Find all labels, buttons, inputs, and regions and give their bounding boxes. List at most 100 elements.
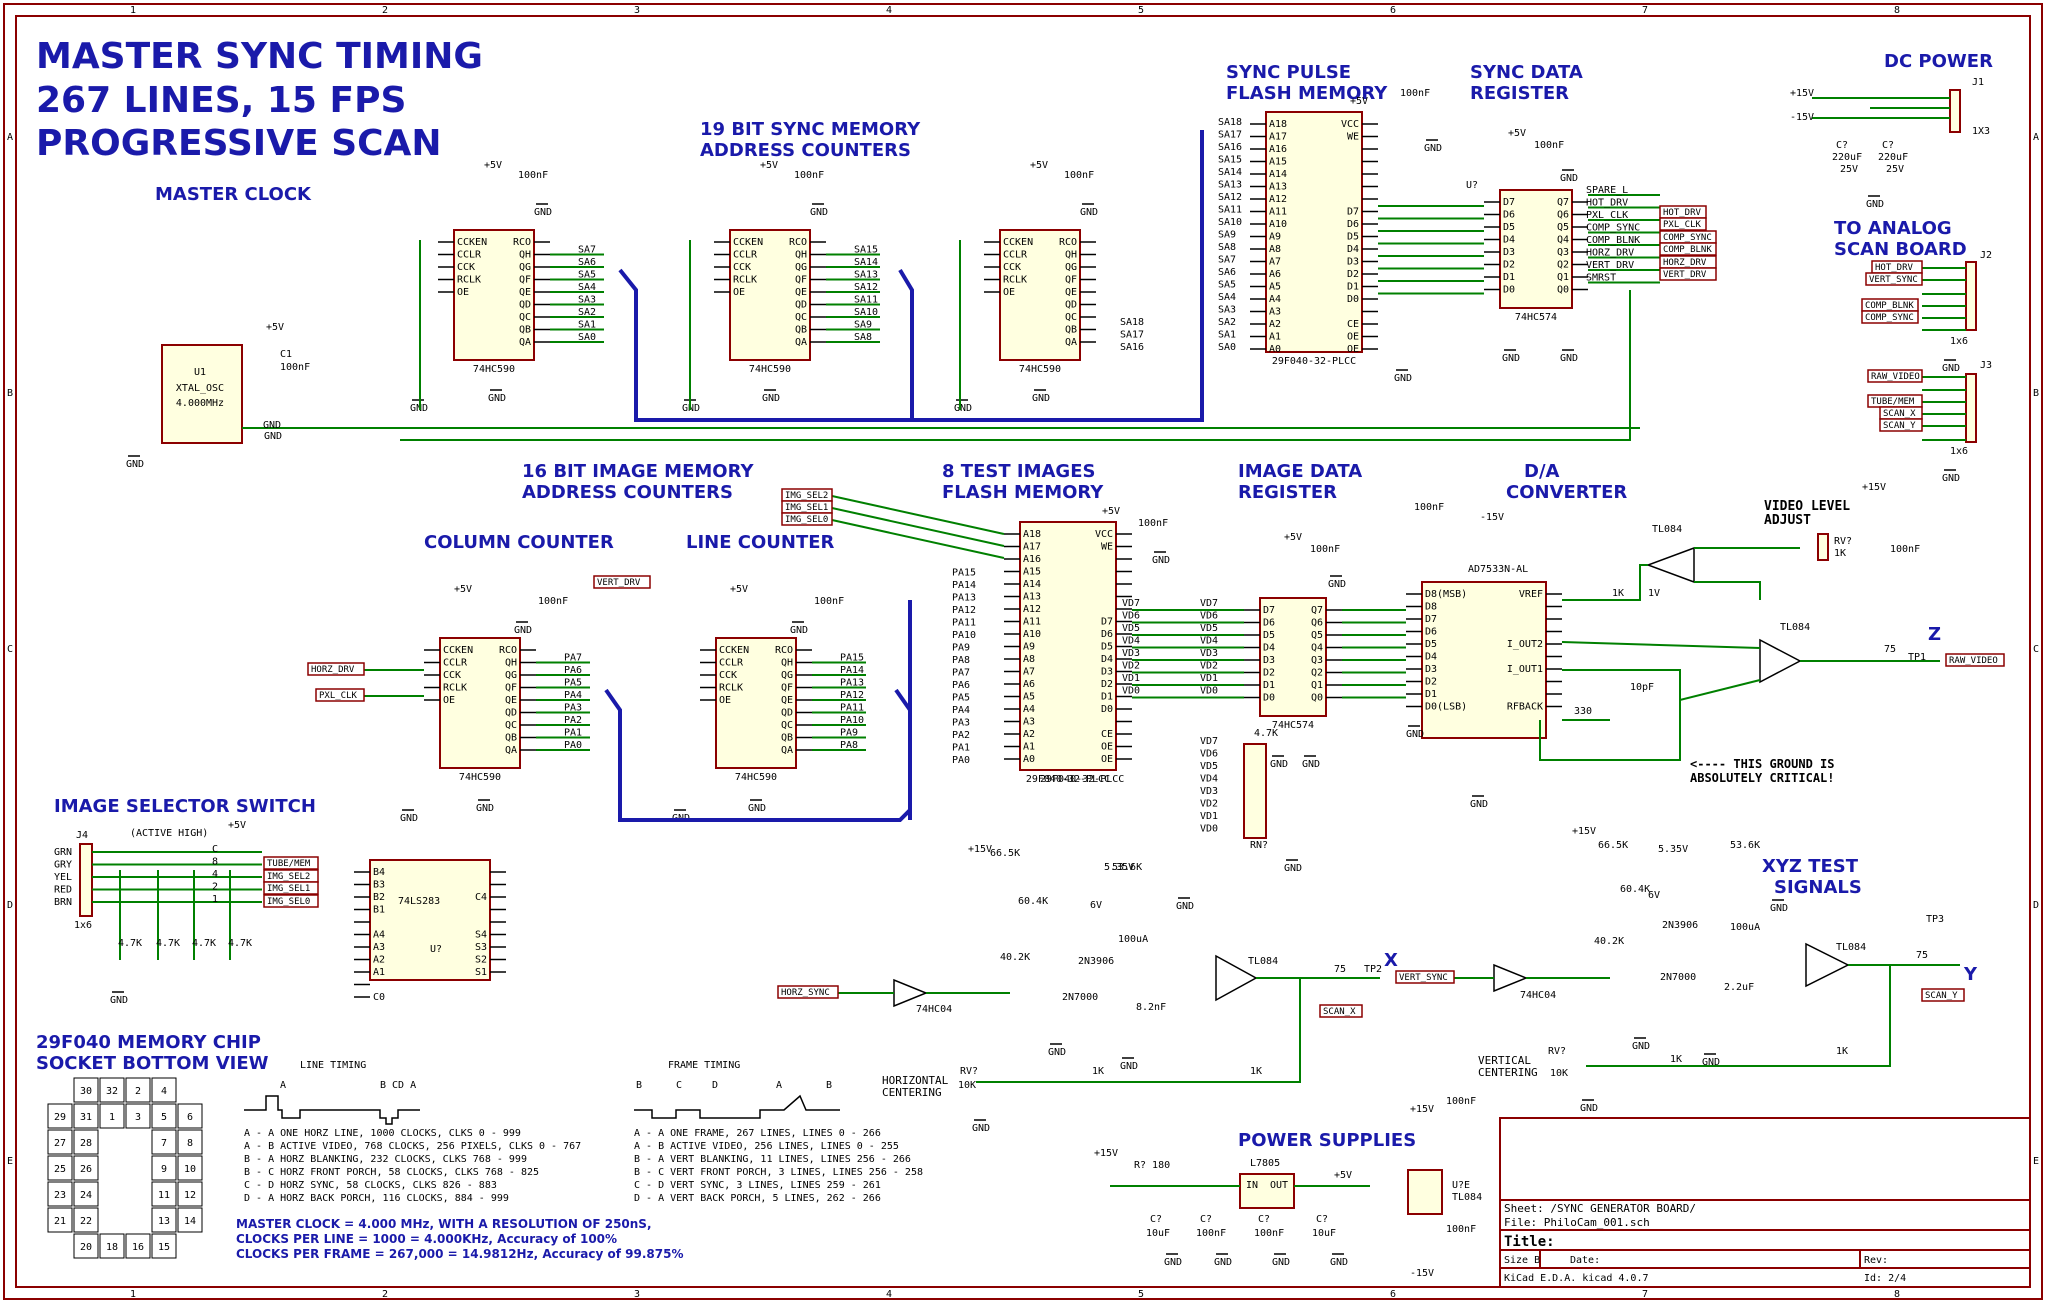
clock-note-2: CLOCKS PER LINE = 1000 = 4.000KHz, Accur… xyxy=(236,1232,617,1246)
pin-label: B1 xyxy=(373,905,385,916)
line-timing-row: B - C HORZ FRONT PORCH, 58 CLOCKS, CLKS … xyxy=(244,1167,539,1178)
vd-label-rn: VD1 xyxy=(1200,811,1218,822)
inner-border xyxy=(15,15,2031,1288)
net-label: PA6 xyxy=(564,665,582,676)
pin-label: D5 xyxy=(1101,642,1113,653)
hcenter-1: HORIZONTAL xyxy=(882,1074,949,1087)
inv-y-part: 74HC04 xyxy=(1520,990,1556,1001)
opamp-y-part: TL084 xyxy=(1836,942,1866,953)
global-label: SCAN_X xyxy=(1319,1004,1363,1018)
socket-cell xyxy=(73,1207,99,1233)
c1-ref: C1 xyxy=(280,349,292,360)
pin-label: CE xyxy=(1101,729,1113,740)
net-label: PA1 xyxy=(564,728,582,739)
section-power-supplies: POWER SUPPLIES xyxy=(1238,1130,1416,1151)
net-label: SA14 xyxy=(854,257,878,268)
net-label: PA2 xyxy=(564,715,582,726)
pin-label: D6 xyxy=(1101,629,1113,640)
global-label-box xyxy=(315,688,365,702)
global-label-box xyxy=(1861,310,1919,324)
net-wire xyxy=(1562,669,1761,702)
pin-label: OE xyxy=(1101,754,1113,765)
pin-label: Q4 xyxy=(1557,235,1569,246)
pin-label: A11 xyxy=(1023,617,1041,628)
gnd-symbol: GND xyxy=(110,991,128,1006)
pin-label: CCK xyxy=(457,262,475,273)
j3-type: 1x6 xyxy=(1950,446,1968,457)
socket-cell xyxy=(99,1103,125,1129)
pin-label: Q6 xyxy=(1557,210,1569,221)
socket-cell xyxy=(47,1181,73,1207)
vd-label: VD5 xyxy=(1200,623,1218,634)
net-wire xyxy=(1562,564,1648,601)
grid-col-label: 5 xyxy=(1138,1289,1144,1300)
pin-label: A16 xyxy=(1269,144,1287,155)
pin-label: CCLR xyxy=(733,250,758,261)
pin-label: D1 xyxy=(1347,282,1359,293)
global-label-text: IMG_SEL2 xyxy=(785,491,828,501)
rv-x-ref: RV? xyxy=(960,1066,978,1077)
decoupling-value: 100nF xyxy=(1534,140,1564,151)
connector-j4 xyxy=(79,843,93,917)
pin-label: Q7 xyxy=(1557,197,1569,208)
ft-b: B xyxy=(636,1080,642,1091)
socket-pin: 21 xyxy=(54,1216,66,1227)
pin-label: VREF xyxy=(1519,589,1543,600)
title-line-1: MASTER SYNC TIMING xyxy=(36,36,483,77)
pin-label: Q1 xyxy=(1311,680,1323,691)
bus-wire xyxy=(1180,130,1204,422)
counter-sync-1-body xyxy=(453,229,535,361)
section-dc-power: DC POWER xyxy=(1884,51,1993,72)
osc-name: XTAL_OSC xyxy=(176,383,224,394)
sa-label: SA2 xyxy=(1218,317,1236,328)
sa-label: SA14 xyxy=(1218,167,1242,178)
pulldown-value: 4.7K xyxy=(118,938,142,949)
gnd-label: GND xyxy=(1214,1257,1232,1268)
pin-label: D6 xyxy=(1503,210,1515,221)
pin-label: D0 xyxy=(1503,285,1515,296)
net-label: SA6 xyxy=(578,257,596,268)
pa-label: PA7 xyxy=(952,668,970,679)
i100-y: 100uA xyxy=(1730,922,1760,933)
gnd-symbol: GND xyxy=(1942,469,1960,484)
gnd-label: GND xyxy=(762,393,780,404)
cap-ref: C? xyxy=(1836,140,1848,151)
vd-label-rn: VD6 xyxy=(1200,749,1218,760)
power-label: +5V xyxy=(1508,128,1526,139)
net-label: PA9 xyxy=(840,728,858,739)
socket-cell xyxy=(151,1233,177,1259)
gnd-label: GND xyxy=(1152,555,1170,566)
pin-label: QB xyxy=(781,733,793,744)
net-wire xyxy=(1694,581,1761,600)
pin-label: QG xyxy=(505,670,517,681)
net-label: PA11 xyxy=(840,703,864,714)
r-180: R? 180 xyxy=(1134,1160,1170,1171)
pa-label: PA1 xyxy=(952,743,970,754)
section-test-images-1: 8 TEST IMAGES xyxy=(942,461,1095,482)
flash-image: A18A17A16A15A14A13A12A11A10A9A8A7A6A5A4A… xyxy=(1004,521,1132,785)
net-label: SA15 xyxy=(854,245,878,256)
socket-pin: 2 xyxy=(135,1086,141,1097)
pin-label: A2 xyxy=(1269,319,1281,330)
r-75-x: 75 xyxy=(1334,964,1346,975)
pa-label: PA5 xyxy=(952,693,970,704)
gnd-symbol: GND xyxy=(1424,139,1442,154)
tb-rev: Rev: xyxy=(1864,1255,1888,1266)
gnd-symbol: GND xyxy=(748,799,766,814)
gnd-symbol: GND xyxy=(972,1119,990,1134)
pulldown-value: 4.7K xyxy=(156,938,180,949)
pin-label: QH xyxy=(1065,250,1077,261)
tb-title: Title: xyxy=(1504,1234,1555,1250)
r-536-x: 53.6K xyxy=(1112,862,1142,873)
vd-label: VD5 xyxy=(1122,623,1140,634)
section-image-mem-1: 16 BIT IMAGE MEMORY xyxy=(522,461,754,482)
opamp-x-part: TL084 xyxy=(1248,956,1278,967)
global-label-text: PXL_CLK xyxy=(1663,220,1702,230)
pin-label: QF xyxy=(795,275,807,286)
global-label-text: HOT_DRV xyxy=(1663,208,1702,218)
cap-value: 220uF xyxy=(1878,152,1908,163)
pin-label: D3 xyxy=(1503,247,1515,258)
pin-label: D5 xyxy=(1347,232,1359,243)
pin-label: QA xyxy=(519,337,531,348)
